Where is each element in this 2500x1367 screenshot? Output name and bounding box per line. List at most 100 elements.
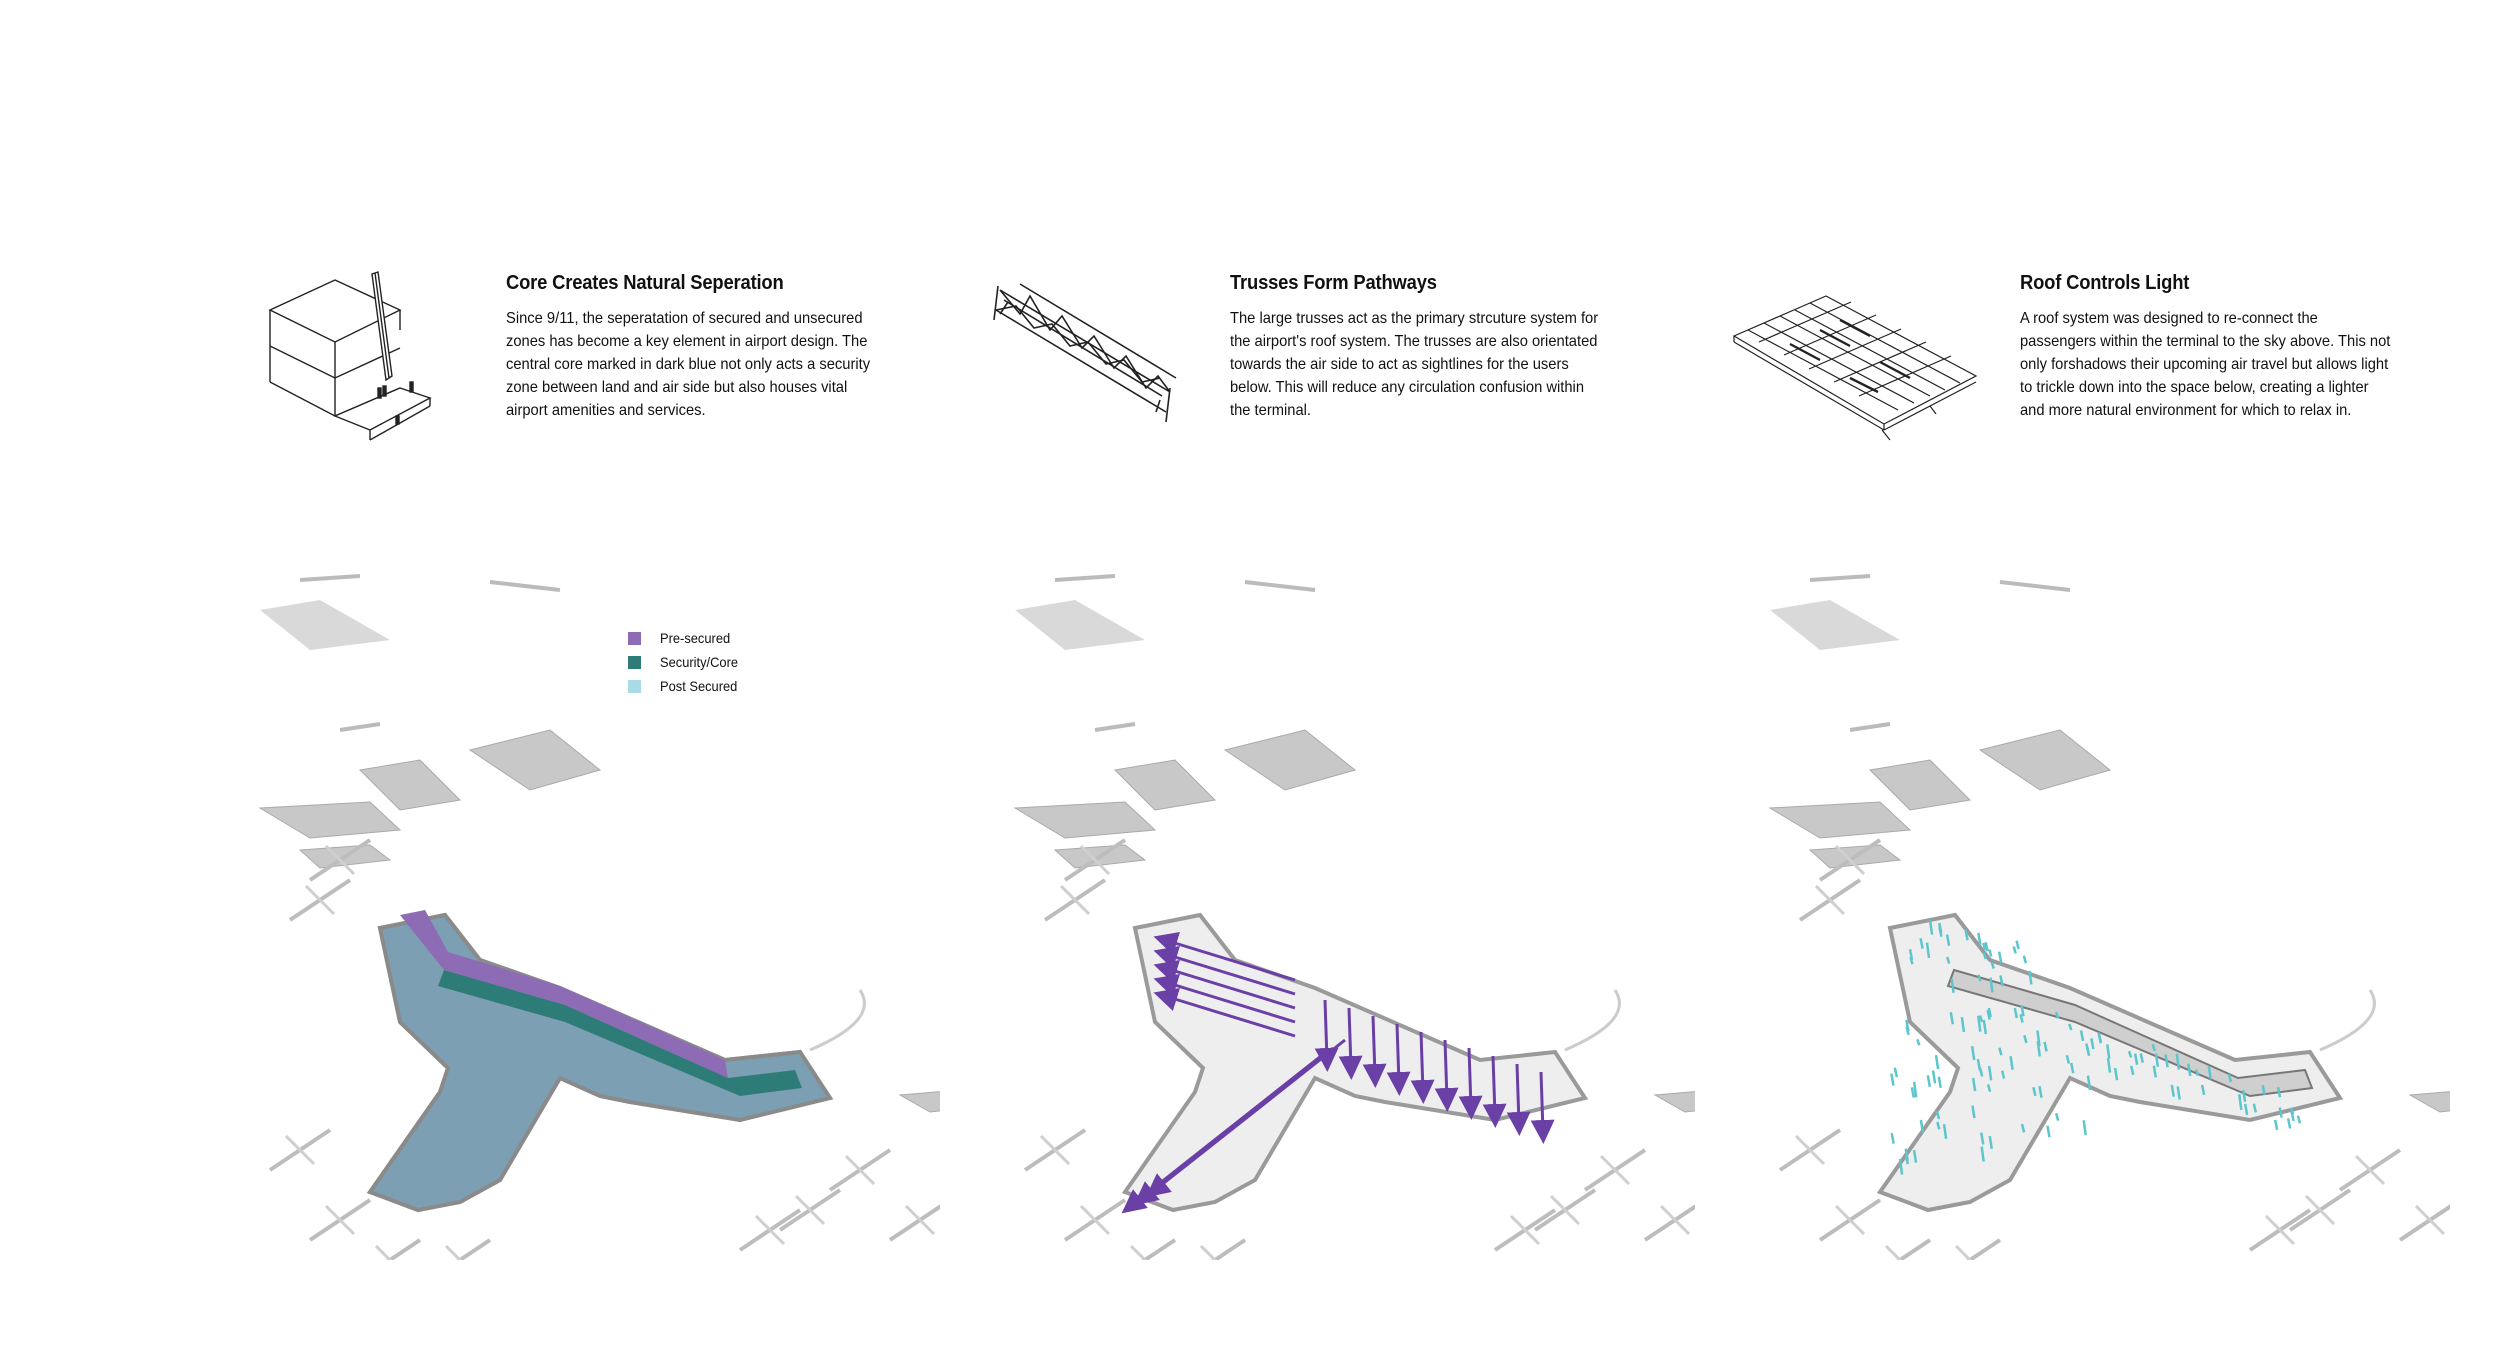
aircraft [1185, 1240, 1245, 1260]
aircraft [1601, 1156, 1629, 1184]
panel-title: Core Creates Natural Seperation [506, 272, 856, 295]
aircraft [1940, 1240, 2000, 1260]
apron-strip [1850, 724, 1890, 730]
aircraft [1551, 1196, 1579, 1224]
legend-swatch [628, 656, 641, 669]
apron-strip [1810, 576, 1870, 580]
apron-building [260, 802, 400, 838]
truss-arrow [1397, 1024, 1399, 1084]
aircraft [2356, 1156, 2384, 1184]
apron-building [470, 730, 600, 790]
light-streak [1928, 1075, 1930, 1087]
panel-core: Core Creates Natural Seperation Since 9/… [506, 272, 886, 422]
aircraft [1511, 1216, 1539, 1244]
light-streak [2024, 956, 2026, 963]
apron-strip [300, 576, 360, 580]
aircraft [1836, 1206, 1864, 1234]
truss-arrow [1517, 1064, 1519, 1124]
apron-building [900, 1090, 940, 1112]
light-streak [2017, 941, 2019, 949]
aircraft [846, 1156, 874, 1184]
truss-arrow [1469, 1048, 1471, 1108]
legend-swatch [628, 632, 641, 645]
truss-arrow [1349, 1008, 1351, 1068]
light-streak [1917, 1039, 1919, 1045]
terminal-outline [1125, 915, 1585, 1210]
truss-arrow [1445, 1040, 1447, 1100]
truss-arrow [1541, 1072, 1543, 1132]
light-streak [1986, 942, 1988, 951]
legend-label: Security/Core [660, 654, 738, 670]
core-section-icon [260, 270, 440, 465]
aircraft [1816, 886, 1844, 914]
panel-title: Trusses Form Pathways [1230, 272, 1580, 295]
legend-item-post-secured: Post Secured [628, 674, 745, 698]
legend-label: Pre-secured [660, 630, 730, 646]
apron-building [1015, 802, 1155, 838]
access-road [2320, 990, 2374, 1050]
truss-arrow [1493, 1056, 1495, 1116]
light-streak [1891, 1074, 1893, 1086]
apron-strip [1245, 582, 1315, 590]
aircraft [306, 886, 334, 914]
panel-roof: Roof Controls Light A roof system was de… [2020, 272, 2400, 422]
aircraft [2306, 1196, 2334, 1224]
light-streak [2298, 1116, 2300, 1124]
aircraft [1041, 1136, 1069, 1164]
light-streak [1895, 1068, 1897, 1078]
aircraft [796, 1196, 824, 1224]
truss-arrow [1421, 1032, 1423, 1092]
light-streak [2014, 946, 2016, 953]
access-road [810, 990, 864, 1050]
aircraft [756, 1216, 784, 1244]
legend-swatch [628, 680, 641, 693]
legend-item-pre-secured: Pre-secured [628, 626, 745, 650]
legend-label: Post Secured [660, 678, 737, 694]
light-streak [2288, 1118, 2290, 1128]
aircraft [1115, 1240, 1175, 1260]
aircraft [1081, 1206, 1109, 1234]
light-streak [1989, 949, 1991, 956]
access-road [1565, 990, 1619, 1050]
aircraft [2266, 1216, 2294, 1244]
aircraft [430, 1240, 490, 1260]
apron-building [360, 760, 460, 810]
plan-truss-pathways [995, 560, 1695, 1265]
panel-body: Since 9/11, the seperatation of secured … [506, 307, 883, 422]
aircraft [1661, 1206, 1689, 1234]
panel-body: A roof system was designed to re-connect… [2020, 307, 2397, 422]
apron-building [2410, 1090, 2450, 1112]
aircraft [360, 1240, 420, 1260]
apron-building [1115, 760, 1215, 810]
apron-building [1770, 802, 1910, 838]
apron-building [1015, 600, 1145, 650]
aircraft [1061, 886, 1089, 914]
zone-legend: Pre-secured Security/Core Post Secured [628, 626, 745, 698]
apron-building [1870, 760, 1970, 810]
plan-roof-light [1750, 560, 2450, 1265]
apron-building [1225, 730, 1355, 790]
aircraft [1870, 1240, 1930, 1260]
aircraft [326, 1206, 354, 1234]
panel-title: Roof Controls Light [2020, 272, 2370, 295]
aircraft [906, 1206, 934, 1234]
light-streak [1936, 1055, 1938, 1069]
apron-building [1655, 1090, 1695, 1112]
light-streak [1912, 1087, 1914, 1097]
apron-strip [1095, 724, 1135, 730]
light-streak [1939, 1077, 1941, 1088]
apron-building [1980, 730, 2110, 790]
legend-item-security-core: Security/Core [628, 650, 745, 674]
apron-strip [490, 582, 560, 590]
apron-building [1770, 600, 1900, 650]
light-streak [2084, 1120, 2086, 1135]
aircraft [2416, 1206, 2444, 1234]
apron-strip [2000, 582, 2070, 590]
roof-grid-icon [1730, 290, 1980, 465]
apron-strip [1055, 576, 1115, 580]
truss-arrow [1373, 1016, 1375, 1076]
plan-security-zones [240, 560, 940, 1265]
apron-strip [340, 724, 380, 730]
light-streak [2275, 1120, 2277, 1130]
light-streak [2047, 1126, 2049, 1137]
